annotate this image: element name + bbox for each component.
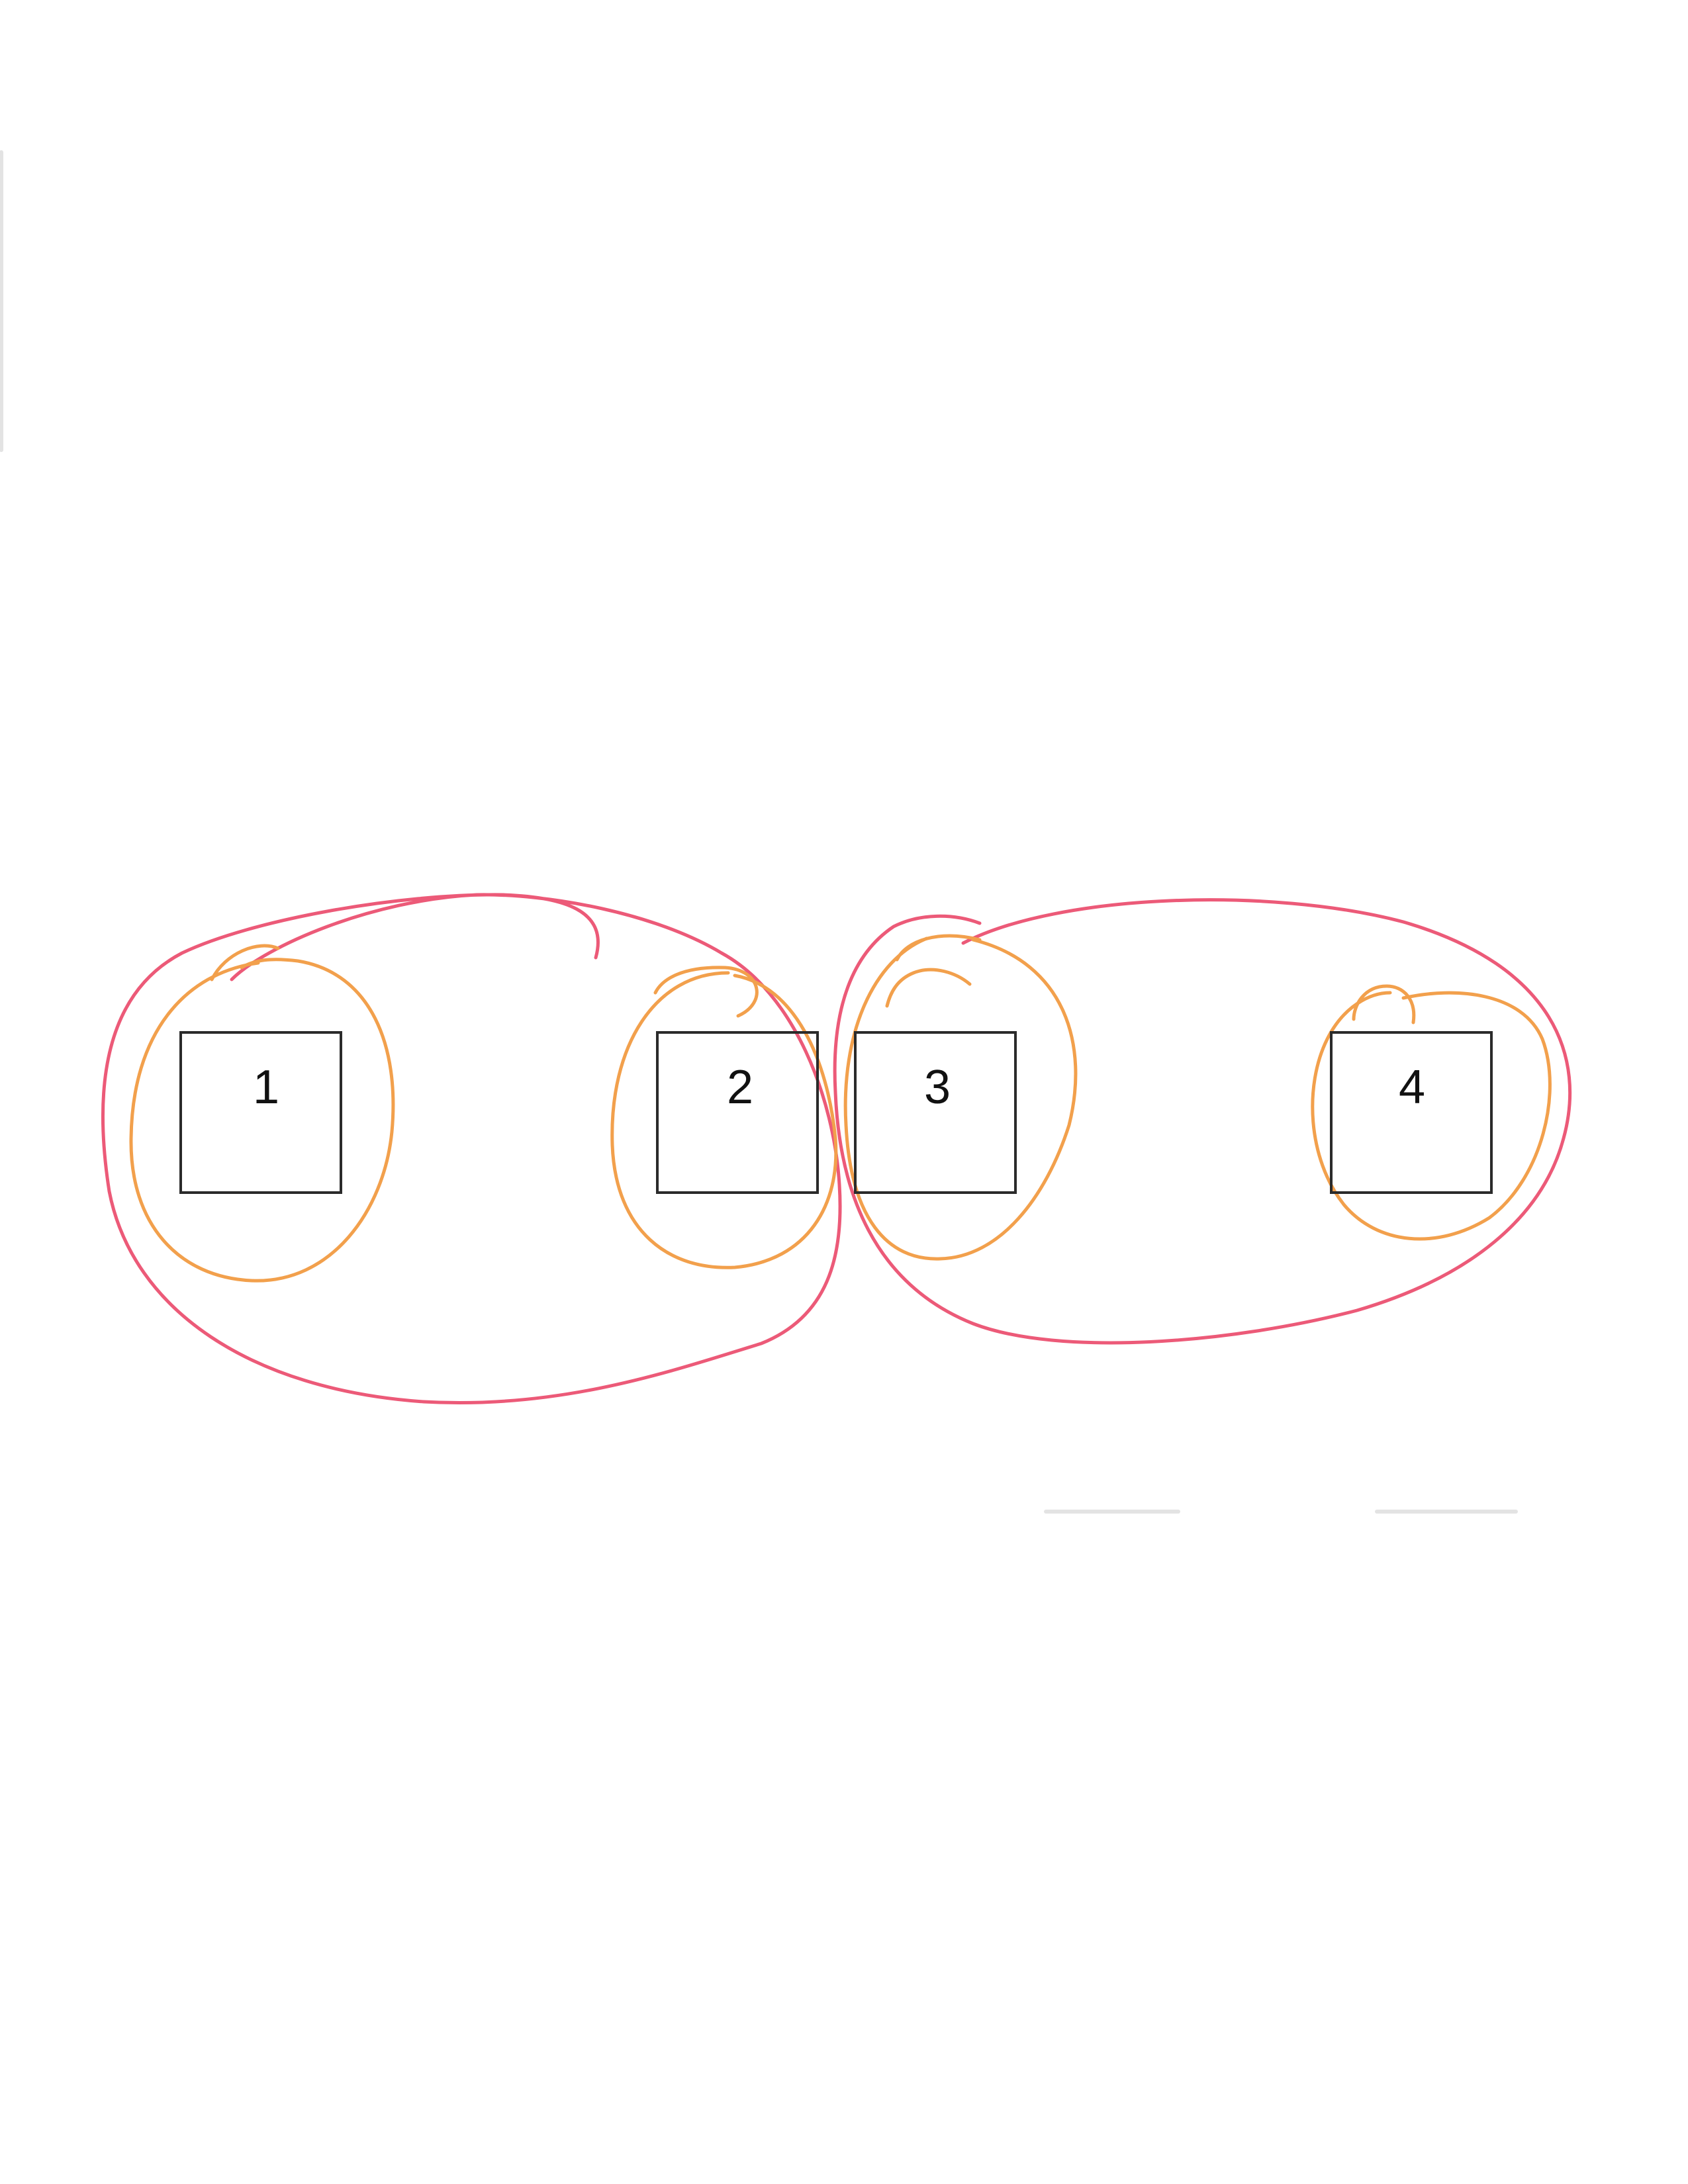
small-loops (129, 934, 1552, 1283)
large-loop-right (833, 898, 1572, 1345)
box-1: 1 (179, 1031, 342, 1194)
box-3-frame (854, 1031, 1017, 1194)
box-1-frame (179, 1031, 342, 1194)
box-4-frame (1330, 1031, 1493, 1194)
box-2-label: 2 (727, 1061, 753, 1114)
small-loop-2 (610, 966, 838, 1269)
box-3: 3 (854, 1031, 1017, 1194)
box-3-label: 3 (924, 1061, 951, 1114)
small-loop-4 (1311, 984, 1552, 1241)
box-2: 2 (656, 1031, 819, 1194)
box-1-label: 1 (253, 1061, 279, 1114)
large-loops (101, 893, 1572, 1405)
box-4: 4 (1330, 1031, 1493, 1194)
box-4-label: 4 (1399, 1061, 1425, 1114)
large-loop-left (101, 893, 842, 1405)
small-loop-1 (129, 944, 395, 1283)
small-loop-3 (843, 934, 1078, 1261)
box-2-frame (656, 1031, 819, 1194)
